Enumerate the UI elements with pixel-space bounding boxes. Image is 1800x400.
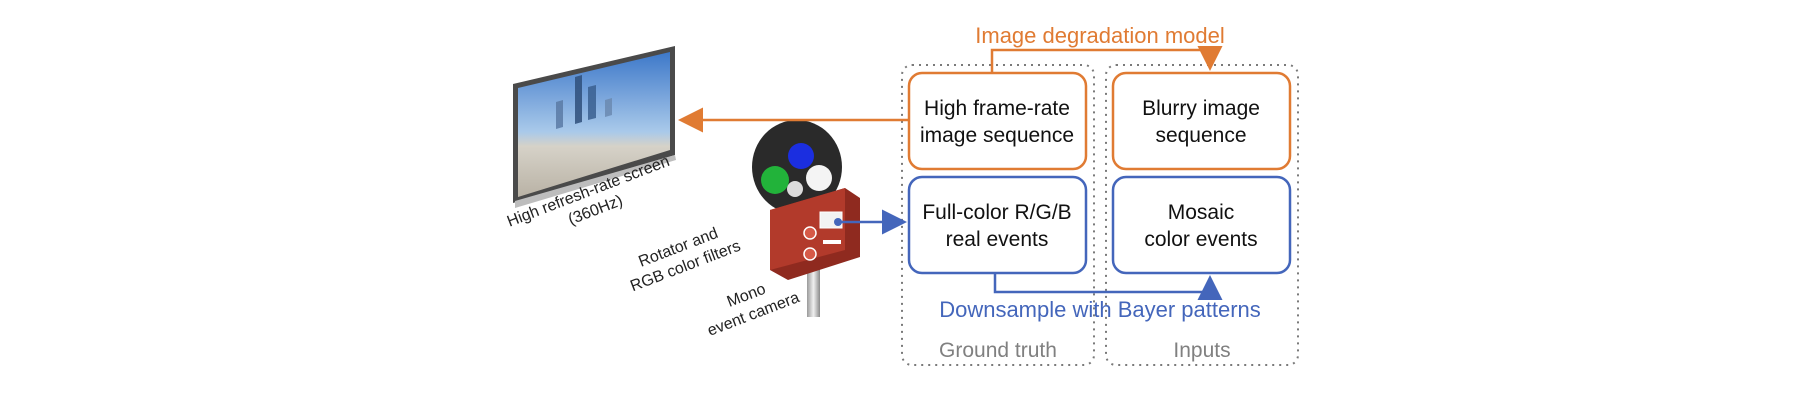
fullcolor-line1: Full-color R/G/B [922, 201, 1071, 224]
mosaic-events-box [1111, 175, 1292, 275]
clear-filter-icon [806, 165, 832, 191]
rgb-filter-rotator [752, 120, 842, 214]
hfr-line2: image sequence [920, 124, 1074, 147]
blurry-line2: sequence [1155, 124, 1246, 147]
mosaic-line1: Mosaic [1168, 201, 1235, 224]
mosaic-line2: color events [1144, 228, 1257, 251]
blurry-line1: Blurry image [1142, 97, 1260, 120]
high-refresh-screen [513, 46, 676, 208]
inputs-label: Inputs [1173, 339, 1230, 362]
fullcolor-events-box [907, 175, 1088, 275]
degradation-arrow [990, 46, 1223, 73]
ground-truth-frame [901, 64, 1095, 366]
bayer-downsample-arrow [993, 273, 1223, 300]
bottom-annotation: Downsample with Bayer patterns [939, 297, 1261, 322]
blurry-image-box [1111, 71, 1292, 171]
top-annotation: Image degradation model [975, 23, 1225, 48]
fullcolor-line2: real events [946, 228, 1049, 251]
hfr-image-box [907, 71, 1088, 171]
mono-event-camera [770, 188, 860, 317]
blue-filter-icon [788, 143, 814, 169]
green-filter-icon [761, 166, 789, 194]
ground-truth-label: Ground truth [939, 339, 1057, 362]
hfr-line1: High frame-rate [924, 97, 1070, 120]
